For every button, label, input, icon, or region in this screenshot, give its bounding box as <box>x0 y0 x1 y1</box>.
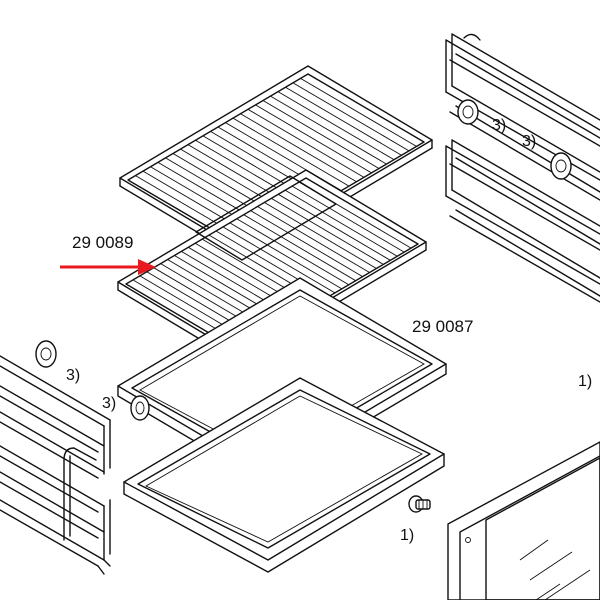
rack-wire <box>247 108 365 178</box>
screw <box>408 495 431 513</box>
part-number-baking-tray: 29 0087 <box>412 317 473 336</box>
rack-wire <box>291 185 405 253</box>
rack-wire <box>243 214 356 282</box>
rack-wire <box>240 113 357 183</box>
rack-wire <box>278 193 391 261</box>
callout-screw: 1) <box>400 527 414 544</box>
part-number-grill-rack: 29 0089 <box>72 233 133 252</box>
rack-wire <box>300 78 417 147</box>
rack-wire <box>262 100 380 169</box>
rack-wire <box>292 82 410 152</box>
rack-wire <box>222 226 336 294</box>
rack-wire <box>232 117 350 187</box>
nut-left-lower <box>130 395 150 421</box>
rack-wire <box>236 218 349 286</box>
callout-door-side: 1) <box>578 373 592 390</box>
left-shelf-rail <box>0 355 111 575</box>
nut-right-lower <box>550 152 572 180</box>
right-shelf-rail <box>445 33 600 303</box>
nut-right-upper <box>457 99 479 125</box>
callout-rail-nut-left-a: 3) <box>66 367 80 384</box>
rack-wire <box>264 202 377 269</box>
highlight-arrow <box>60 259 156 275</box>
callout-rail-nut-right-b: 3) <box>522 133 536 150</box>
rack-wire <box>271 197 384 265</box>
nut-left-upper <box>35 340 57 368</box>
rack-wire <box>285 189 398 257</box>
callout-rail-nut-left-b: 3) <box>102 395 116 412</box>
rack-wire <box>270 95 387 165</box>
rack-wire <box>229 222 343 290</box>
rack-wire <box>285 86 402 156</box>
callout-rail-nut-right-a: 3) <box>492 117 506 134</box>
rack-wire <box>250 210 363 278</box>
oven-door-glass <box>447 441 600 600</box>
rack-wire <box>277 91 395 161</box>
rack-wire <box>255 104 372 174</box>
rack-wire <box>257 206 370 273</box>
deep-tray <box>123 377 445 573</box>
